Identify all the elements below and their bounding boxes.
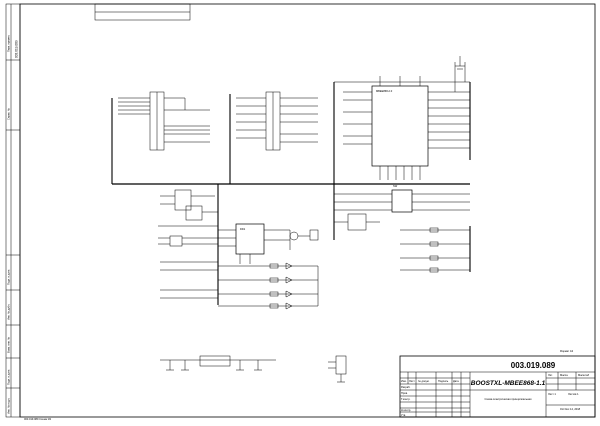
role-tech-control: Т.контр.: [401, 397, 411, 401]
col-header-change: Изм.: [401, 379, 407, 383]
strip-label-ref-no: Справ. №: [6, 108, 10, 120]
role-norm-control: Н.контр.: [401, 408, 411, 412]
switch-block-label: SW: [393, 184, 398, 188]
strip-label-replace-inv: Взам. инв. №: [6, 337, 10, 353]
col-header-docno: № докум.: [418, 380, 430, 383]
strip-label-sign-date-1: Подп. и дата: [6, 269, 10, 285]
title-date: Oct Dec 14, 2018: [560, 407, 581, 411]
top-left-name-box: [94, 3, 191, 21]
schematic-wiring: [111, 56, 471, 383]
title-subtitle: Схема электрическая принципиальная: [485, 397, 533, 401]
col-header-signature: Подпись: [438, 379, 449, 383]
title-doc-number: 003.019.089: [511, 361, 556, 370]
col-header-date: Дата: [453, 379, 459, 383]
sheet-label: Лист 1: [548, 392, 556, 396]
ic-center-label: MBEE868-2.0: [376, 89, 393, 93]
col-header-sheet: Лист: [409, 379, 415, 383]
ic-small-label: DD1: [240, 227, 246, 231]
right-header-mass: Масса: [560, 373, 568, 377]
strip-label-first-use: Перв. примен.: [6, 34, 10, 52]
role-approved: Утв.: [401, 413, 406, 417]
sheets-label: Листов 1: [568, 392, 579, 396]
title-board-name: BOOSTXL-MBEE868-1.1: [471, 380, 546, 387]
right-header-letter: Лит.: [548, 373, 553, 377]
left-strip: [5, 3, 21, 418]
right-header-scale: Масштаб: [578, 373, 590, 377]
strip-label-orig-inv: Инв. № подл.: [6, 398, 10, 414]
drawing-frame: [19, 3, 596, 418]
strip-label-dup-inv: Инв. № дубл.: [6, 304, 10, 320]
title-block: [399, 355, 596, 418]
footer-left: 003.019.089 Схема Э3: [24, 417, 52, 421]
strip-label-sign-date-2: Подп. и дата: [6, 369, 10, 385]
footer-right: Формат А3: [560, 349, 574, 353]
strip-doc-number: 003.019.089: [15, 40, 19, 58]
role-developer: Разраб.: [401, 385, 411, 389]
role-checker: Пров.: [401, 391, 408, 395]
